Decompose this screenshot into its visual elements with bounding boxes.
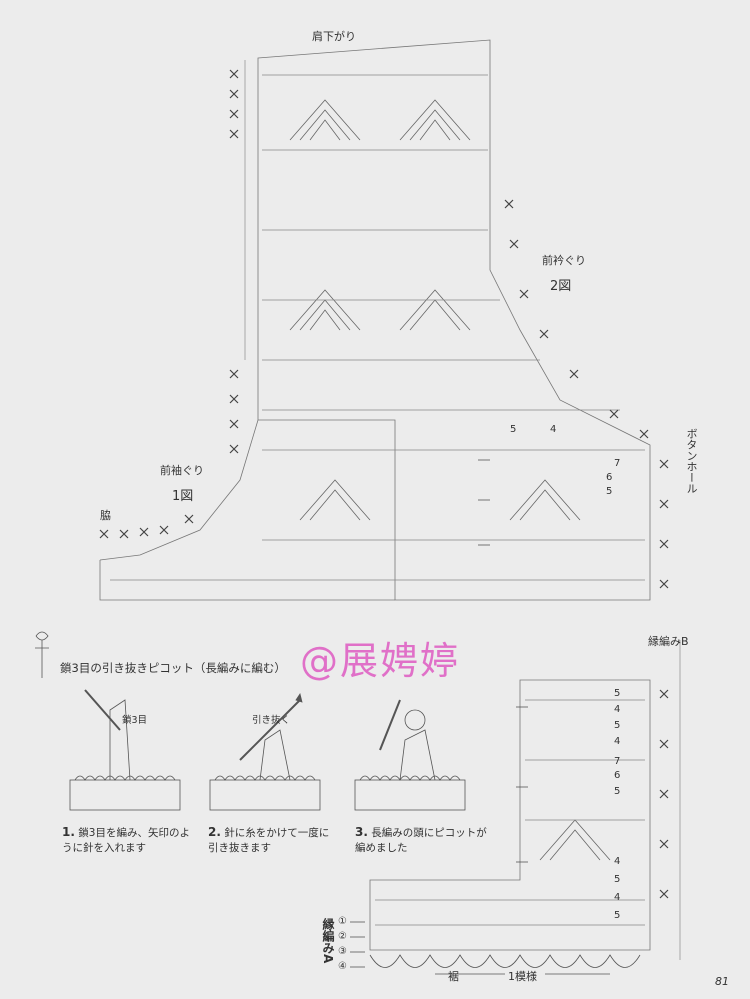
row-number: 7 [614,756,621,767]
row-number: 5 [614,720,621,731]
step-text: 針に糸をかけて一度に [224,827,330,839]
border-b-label: 縁編みB [648,635,689,648]
row-marker: ① [338,916,347,927]
row-number: 5 [614,688,621,699]
row-number: 4 [614,736,621,747]
step-text: 引き抜きます [208,842,271,854]
figure-2-label: 2図 [550,279,572,294]
figure-1-label: 1図 [172,489,194,504]
row-number: 5 [606,486,613,497]
neckline-label: 前衿ぐり [542,254,586,267]
shoulder-label: 肩下がり [312,30,356,43]
step-number: 3. [355,825,368,839]
row-number: 7 [614,458,621,469]
picot-step-2: 2. 針に糸をかけて一度に 引き抜きます [208,825,329,856]
step-text: 長編みの頭にピコットが [371,827,487,839]
row-number: 5 [614,786,621,797]
picot-ch3-label: 鎖3目 [122,715,148,726]
picot-step-1: 1. 鎖3目を編み、矢印のよ うに針を入れます [62,825,190,856]
border-a-label: 縁編みA [321,918,335,964]
step-text: うに針を入れます [62,842,146,854]
watermark: @展娉婷 [300,639,461,683]
picot-step-3: 3. 長編みの頭にピコットが 編めました [355,825,487,856]
row-number: 6 [614,770,621,781]
row-number: 4 [614,892,621,903]
hem-label: 裾 [448,970,459,983]
step-text: 編めました [355,842,408,854]
buttonhole-label: ボタンホール [685,428,698,494]
step-number: 1. [62,825,75,839]
step-text: 鎖3目を編み、矢印のよ [78,827,190,839]
row-marker: ④ [338,961,347,972]
page-number: 81 [715,975,729,988]
row-number: 5 [614,874,621,885]
row-number: 6 [606,472,613,483]
picot-title: 鎖3目の引き抜きピコット（長編みに編む） [60,661,286,675]
repeat-label: 1模様 [508,970,537,983]
row-number: 5 [614,910,621,921]
row-number: 4 [614,856,621,867]
step-number: 2. [208,825,221,839]
row-marker: ③ [338,946,347,957]
row-number: 4 [614,704,621,715]
row-marker: ② [338,931,347,942]
picot-pull-label: 引き抜く [252,715,291,726]
row-number: 5 [510,424,517,435]
side-label: 脇 [100,509,111,522]
row-number: 4 [550,424,557,435]
armhole-label: 前袖ぐり [160,464,204,477]
